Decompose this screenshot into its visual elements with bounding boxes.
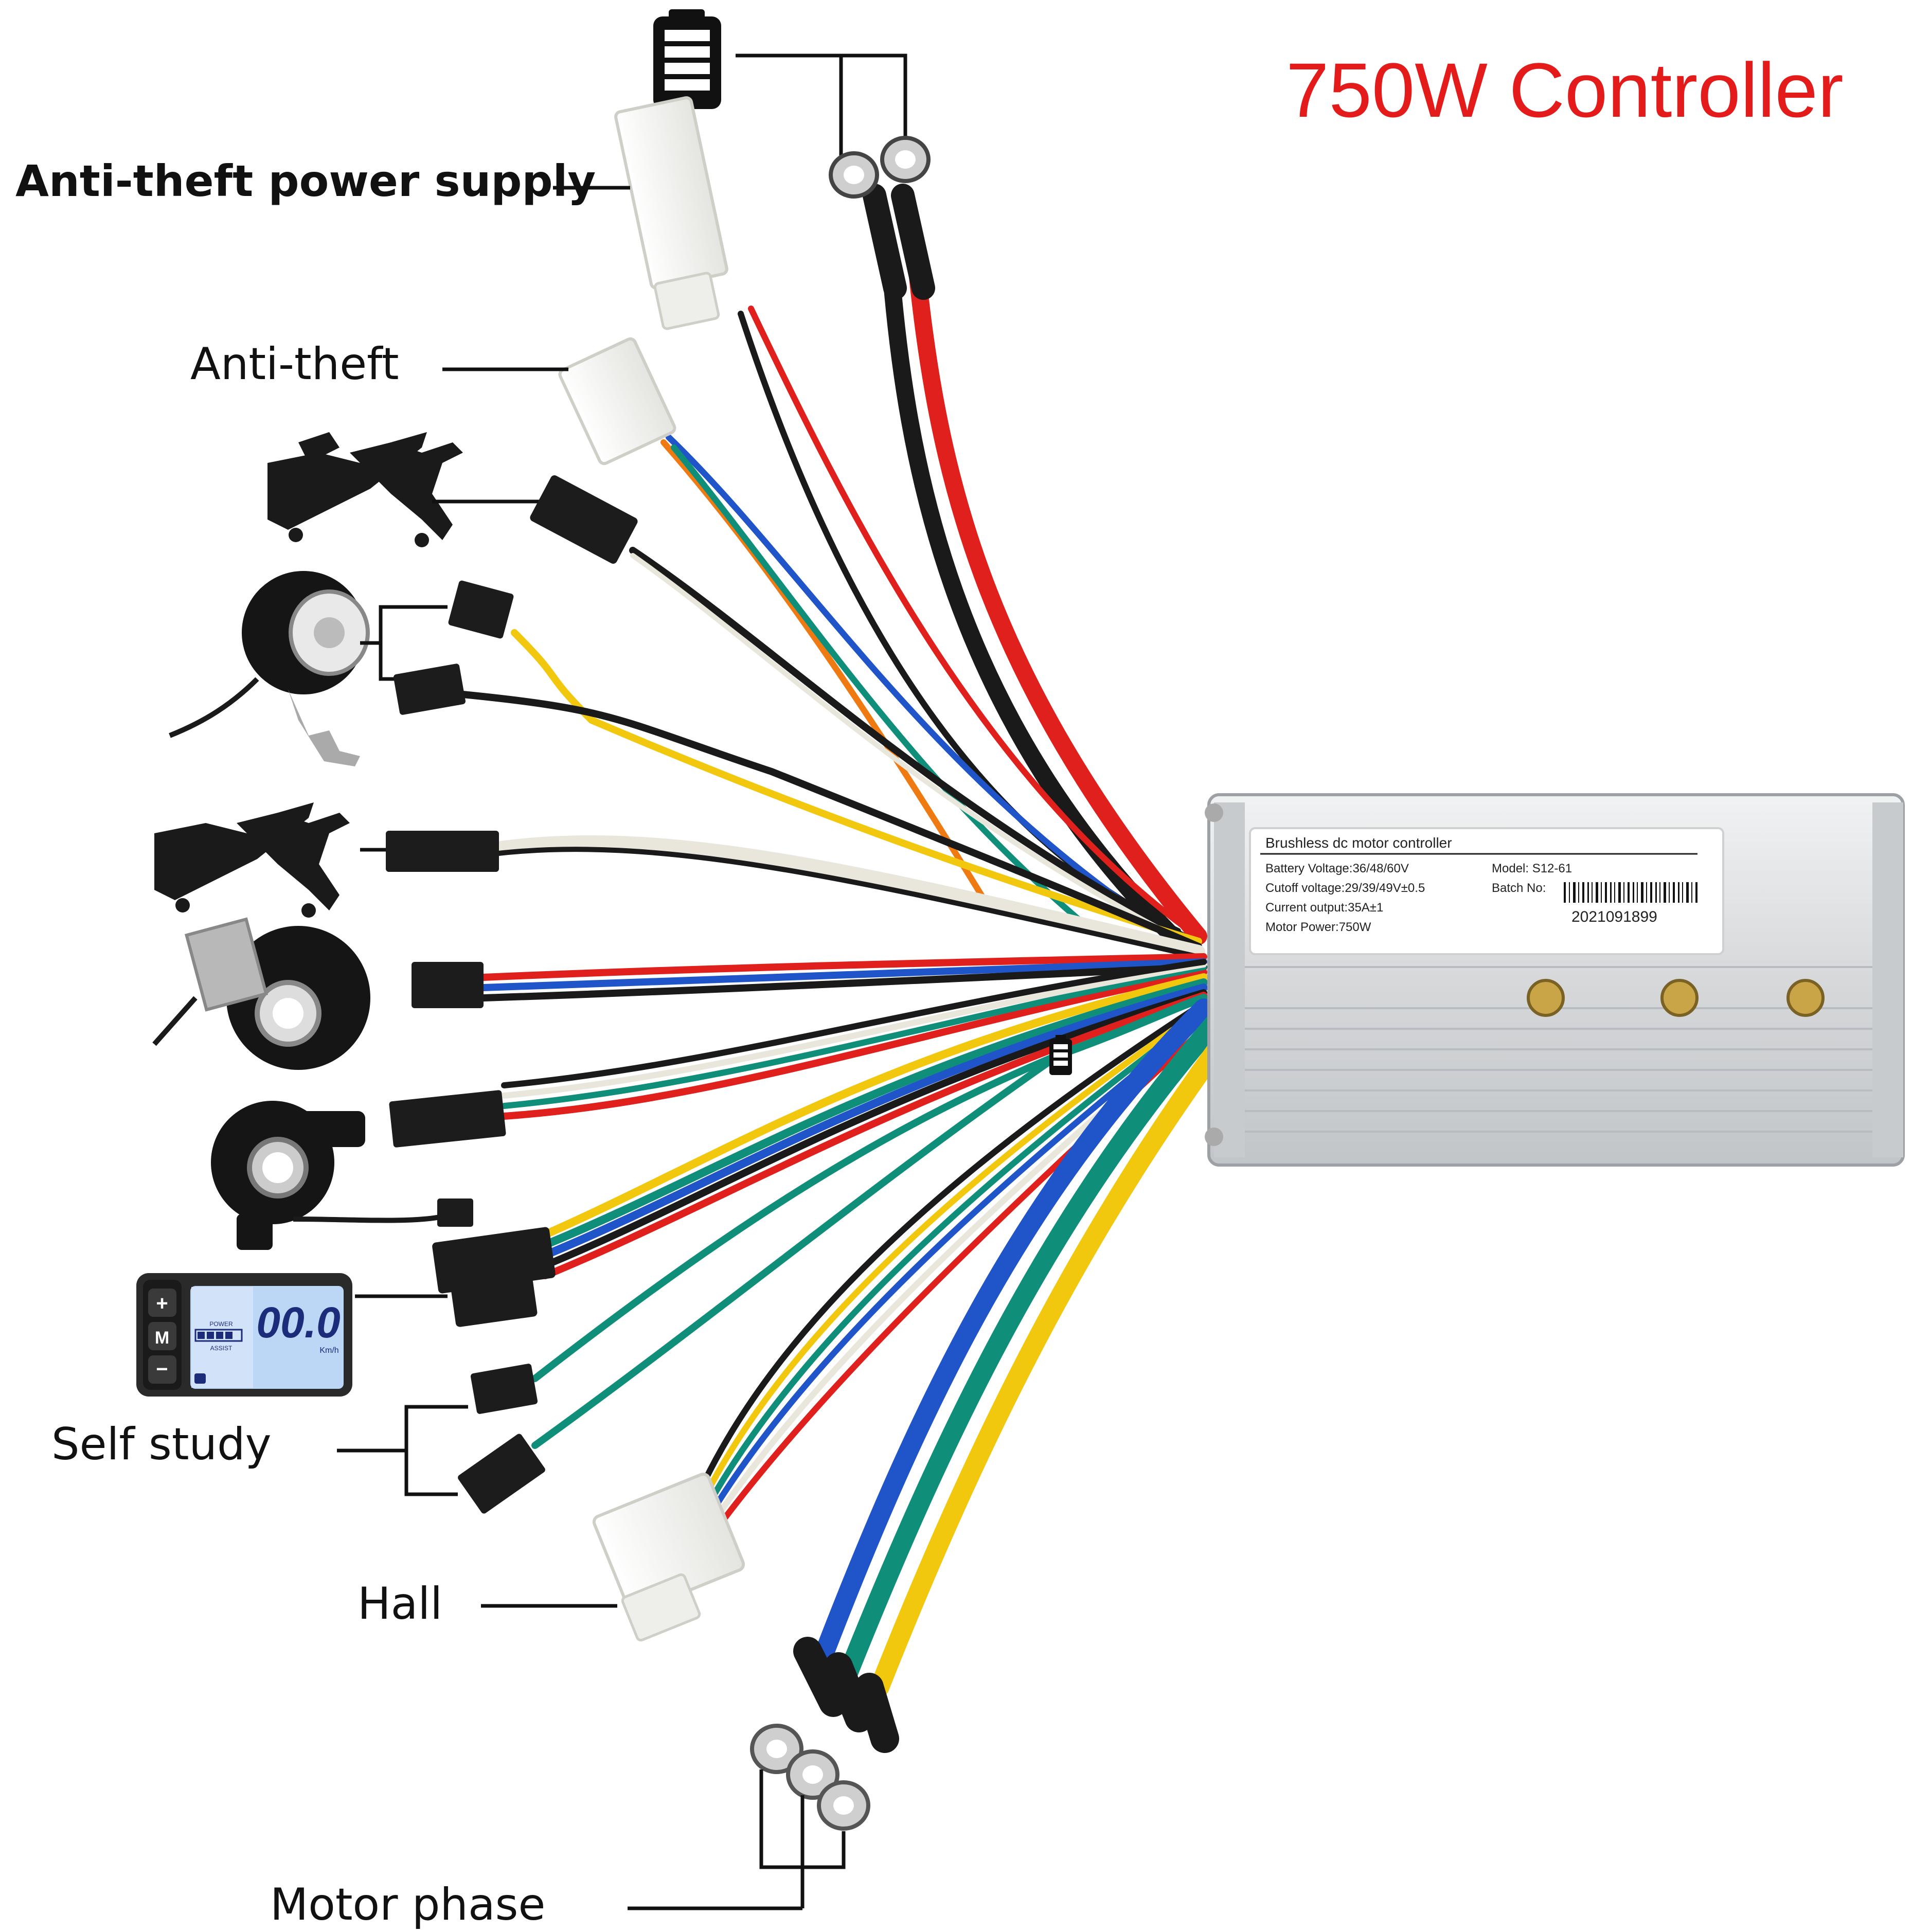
sticker-battery-voltage: Battery Voltage:36/48/60V — [1265, 862, 1409, 875]
sticker-model: Model: S12-61 — [1492, 862, 1572, 875]
sticker-motor-power: Motor Power:750W — [1265, 920, 1371, 934]
display-connector — [432, 1227, 556, 1327]
label-hall: Hall — [358, 1578, 443, 1630]
self-study-connectors — [458, 1364, 545, 1514]
brake-mid-connector — [386, 831, 499, 872]
motor-phase-ring-terminals — [750, 1724, 870, 1831]
battery-red-wire — [907, 248, 1207, 945]
brake-levers-top — [267, 432, 463, 547]
label-anti-theft-power-supply: Anti-theft power supply — [15, 156, 596, 206]
pas-connector — [412, 962, 484, 1008]
thumb-throttle — [211, 1101, 454, 1250]
battery-icon — [653, 9, 721, 109]
controller-screws — [1527, 979, 1825, 1017]
wire-bundle — [459, 184, 1234, 1753]
headlight — [169, 571, 370, 766]
brake-top-connector — [530, 475, 638, 564]
motor-phase-bracket — [628, 1769, 846, 1910]
small-battery-icon — [1049, 1035, 1072, 1075]
label-motor-phase: Motor phase — [270, 1879, 546, 1930]
sticker-cutoff-voltage: Cutoff voltage:29/39/49V±0.5 — [1265, 881, 1425, 895]
phase-yellow-wire — [870, 1029, 1234, 1697]
controller-sticker — [1249, 827, 1724, 955]
phase-blue-wire — [813, 998, 1213, 1666]
anti-theft-power-plug — [614, 96, 728, 330]
hall-plug — [592, 1472, 745, 1642]
controller-body: Brushless dc motor controller Battery Vo… — [1205, 793, 1905, 1167]
brake-levers-mid — [154, 802, 350, 918]
self-study-bracket — [337, 1405, 468, 1496]
lcd-display: + M − 00.0 Km/h POWER ASSIST — [136, 1273, 352, 1397]
sticker-current-output: Current output:35A±1 — [1265, 901, 1383, 915]
display-button-minus: − — [156, 1358, 168, 1381]
sticker-heading: Brushless dc motor controller — [1265, 835, 1452, 851]
barcode — [1564, 882, 1697, 903]
battery-ring-terminals — [829, 136, 931, 199]
throttle-connector — [389, 1090, 506, 1227]
label-anti-theft: Anti-theft — [190, 338, 399, 390]
display-power-label: POWER — [209, 1320, 233, 1328]
sticker-batch-label: Batch No: — [1492, 881, 1546, 895]
diagram-title: 750W Controller — [1286, 47, 1844, 133]
display-button-plus: + — [156, 1292, 168, 1315]
display-button-mode: M — [155, 1328, 169, 1348]
anti-theft-plug — [558, 337, 676, 466]
display-speed: 00.0 — [256, 1298, 341, 1347]
battery-bracket — [736, 53, 907, 159]
phase-green-wire — [839, 1014, 1224, 1681]
display-assist-label: ASSIST — [210, 1345, 233, 1352]
headlight-connectors — [393, 580, 514, 715]
pas-sensor — [152, 917, 370, 1070]
sticker-batch-number: 2021091899 — [1571, 908, 1657, 925]
label-self-study: Self study — [51, 1419, 272, 1470]
display-speed-unit: Km/h — [319, 1346, 338, 1355]
